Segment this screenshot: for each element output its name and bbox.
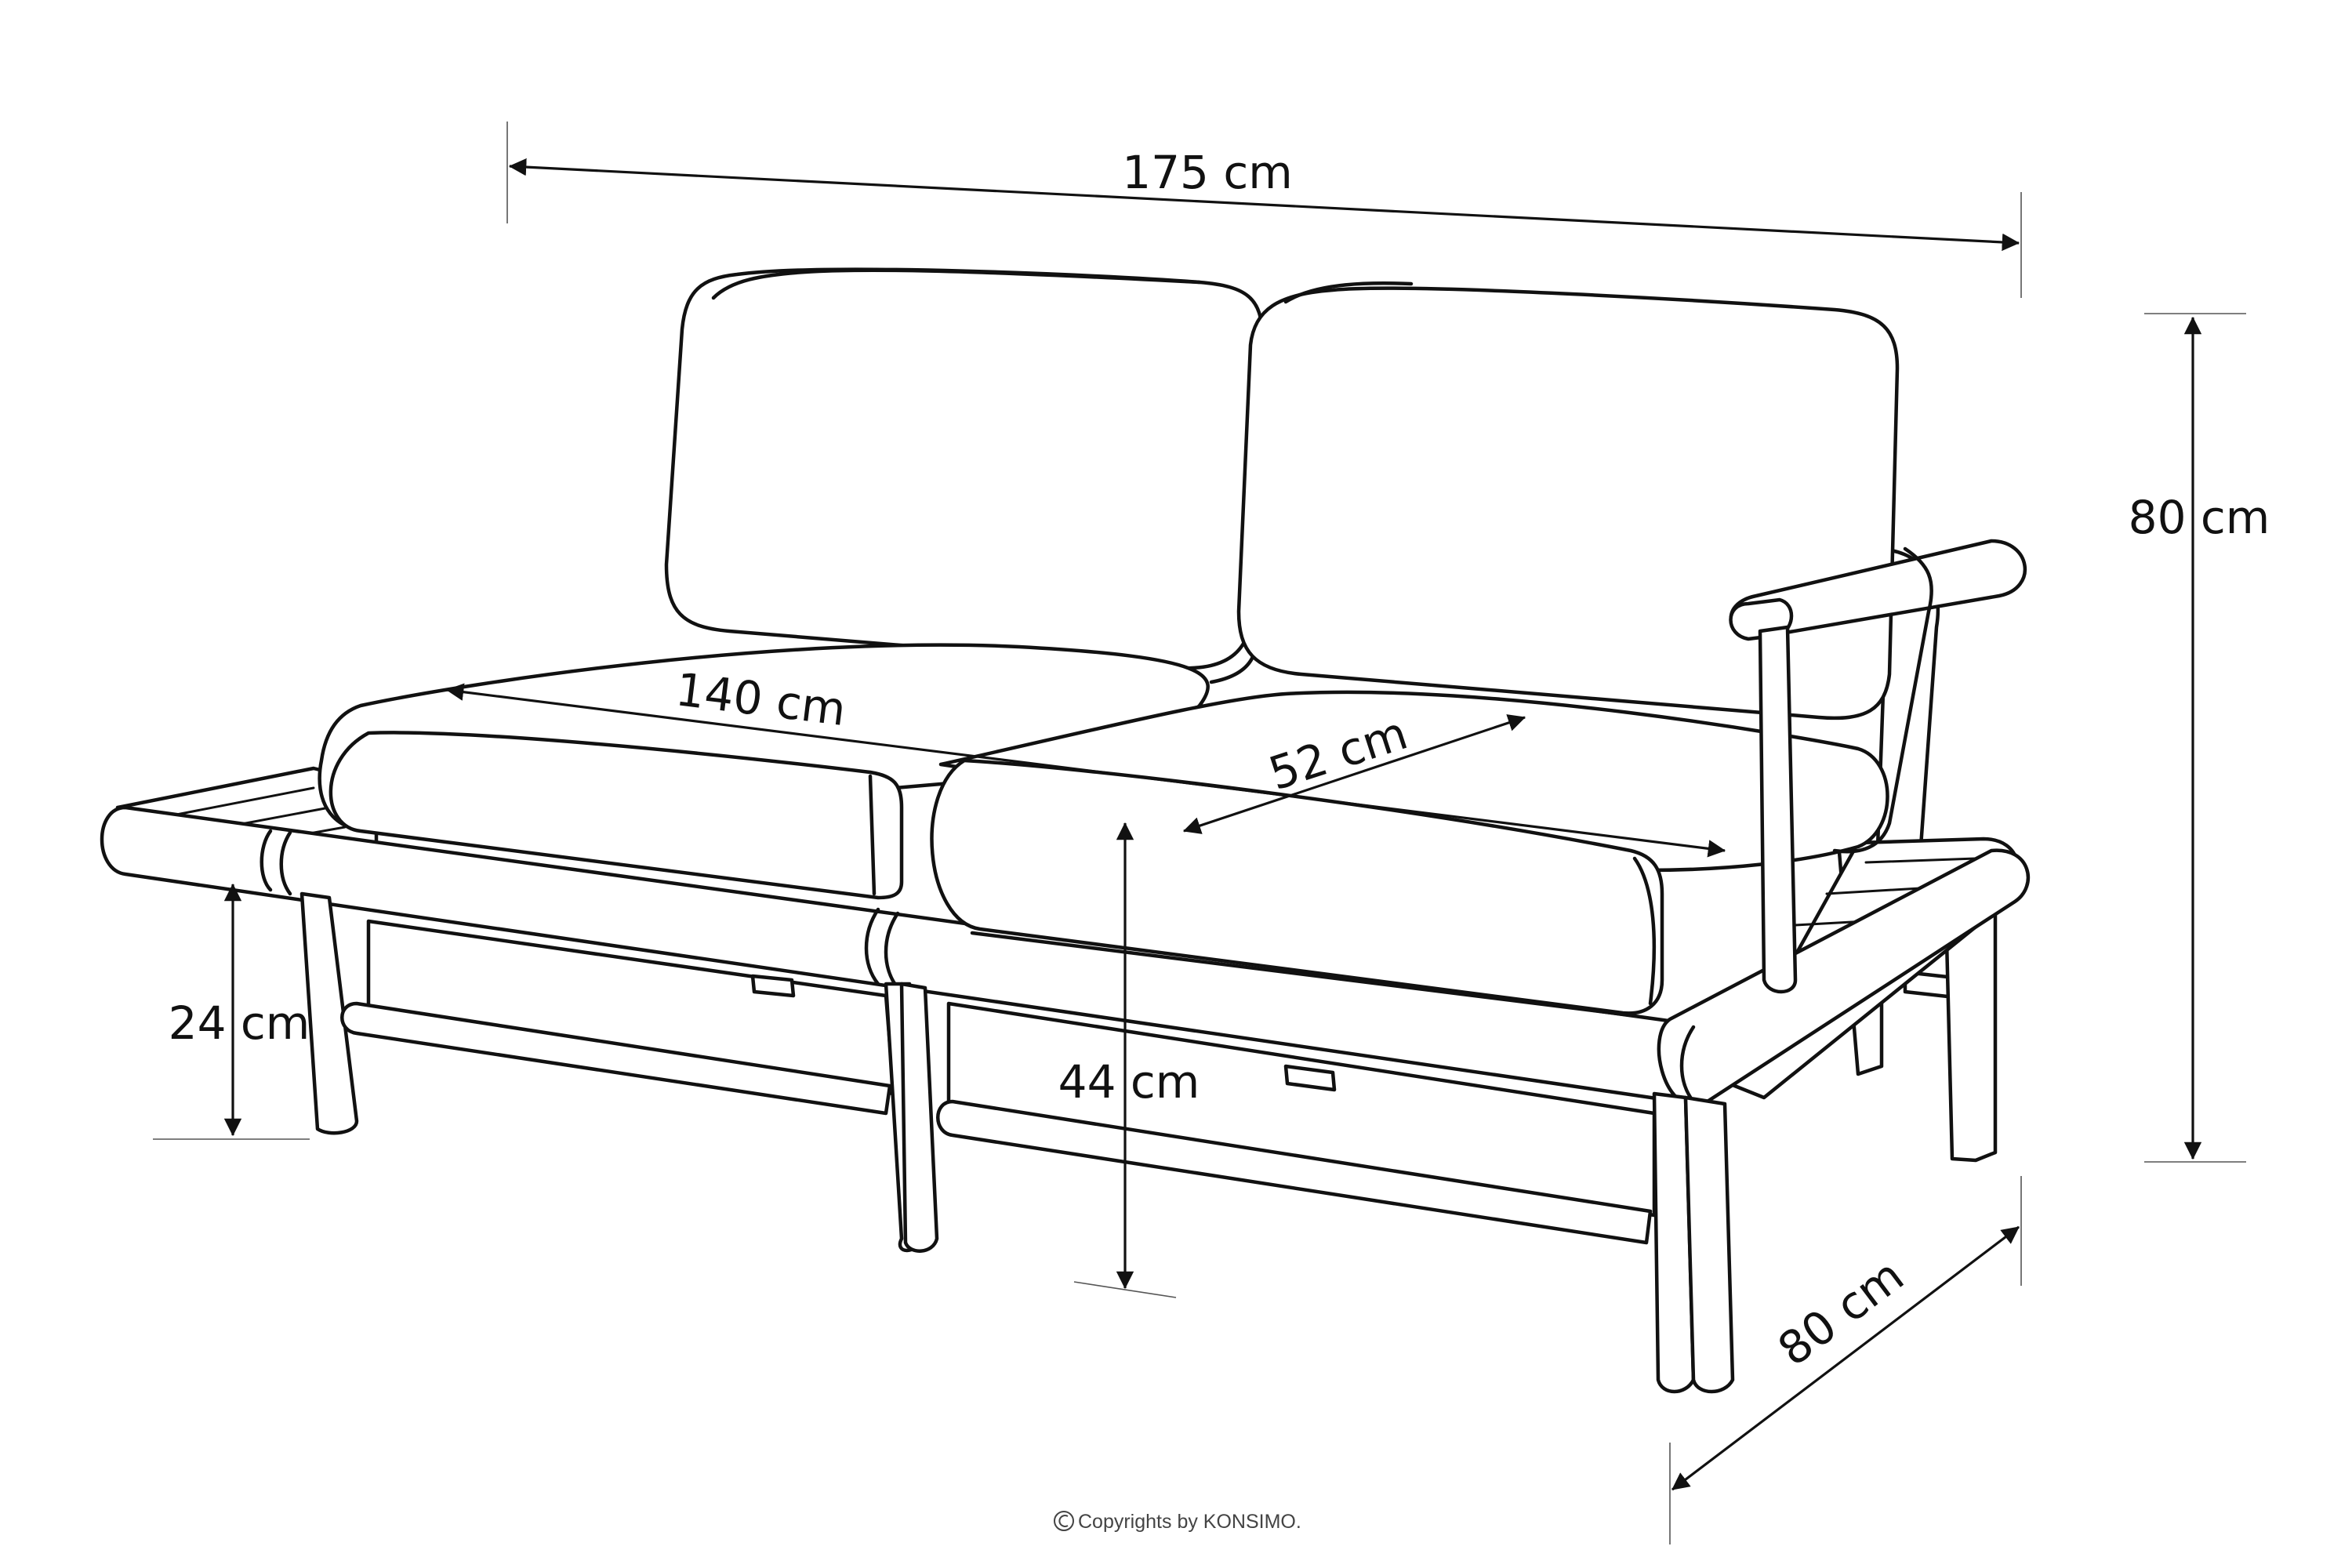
- depth-label: 80 cm: [1768, 1249, 1913, 1377]
- copyright-text: Copyrights by KONSIMO.: [1078, 1511, 1301, 1533]
- total-width-label: 175 cm: [1122, 146, 1293, 199]
- seat-height-label: 44 cm: [1058, 1055, 1200, 1109]
- back-cushion-left: [664, 267, 1265, 684]
- armrest: [1729, 539, 2027, 994]
- copyright-icon: [1054, 1511, 1074, 1531]
- copyright-notice: Copyrights by KONSIMO.: [1054, 1511, 1301, 1533]
- seat-frame: [100, 766, 2030, 1108]
- dimension-lines: [153, 122, 2246, 1544]
- back-cushion-right: [1236, 281, 1900, 720]
- side-table-height-label: 24 cm: [169, 996, 310, 1050]
- sofa-illustration: [100, 267, 2030, 1394]
- height-label: 80 cm: [2129, 491, 2270, 544]
- left-module-base: [299, 891, 939, 1253]
